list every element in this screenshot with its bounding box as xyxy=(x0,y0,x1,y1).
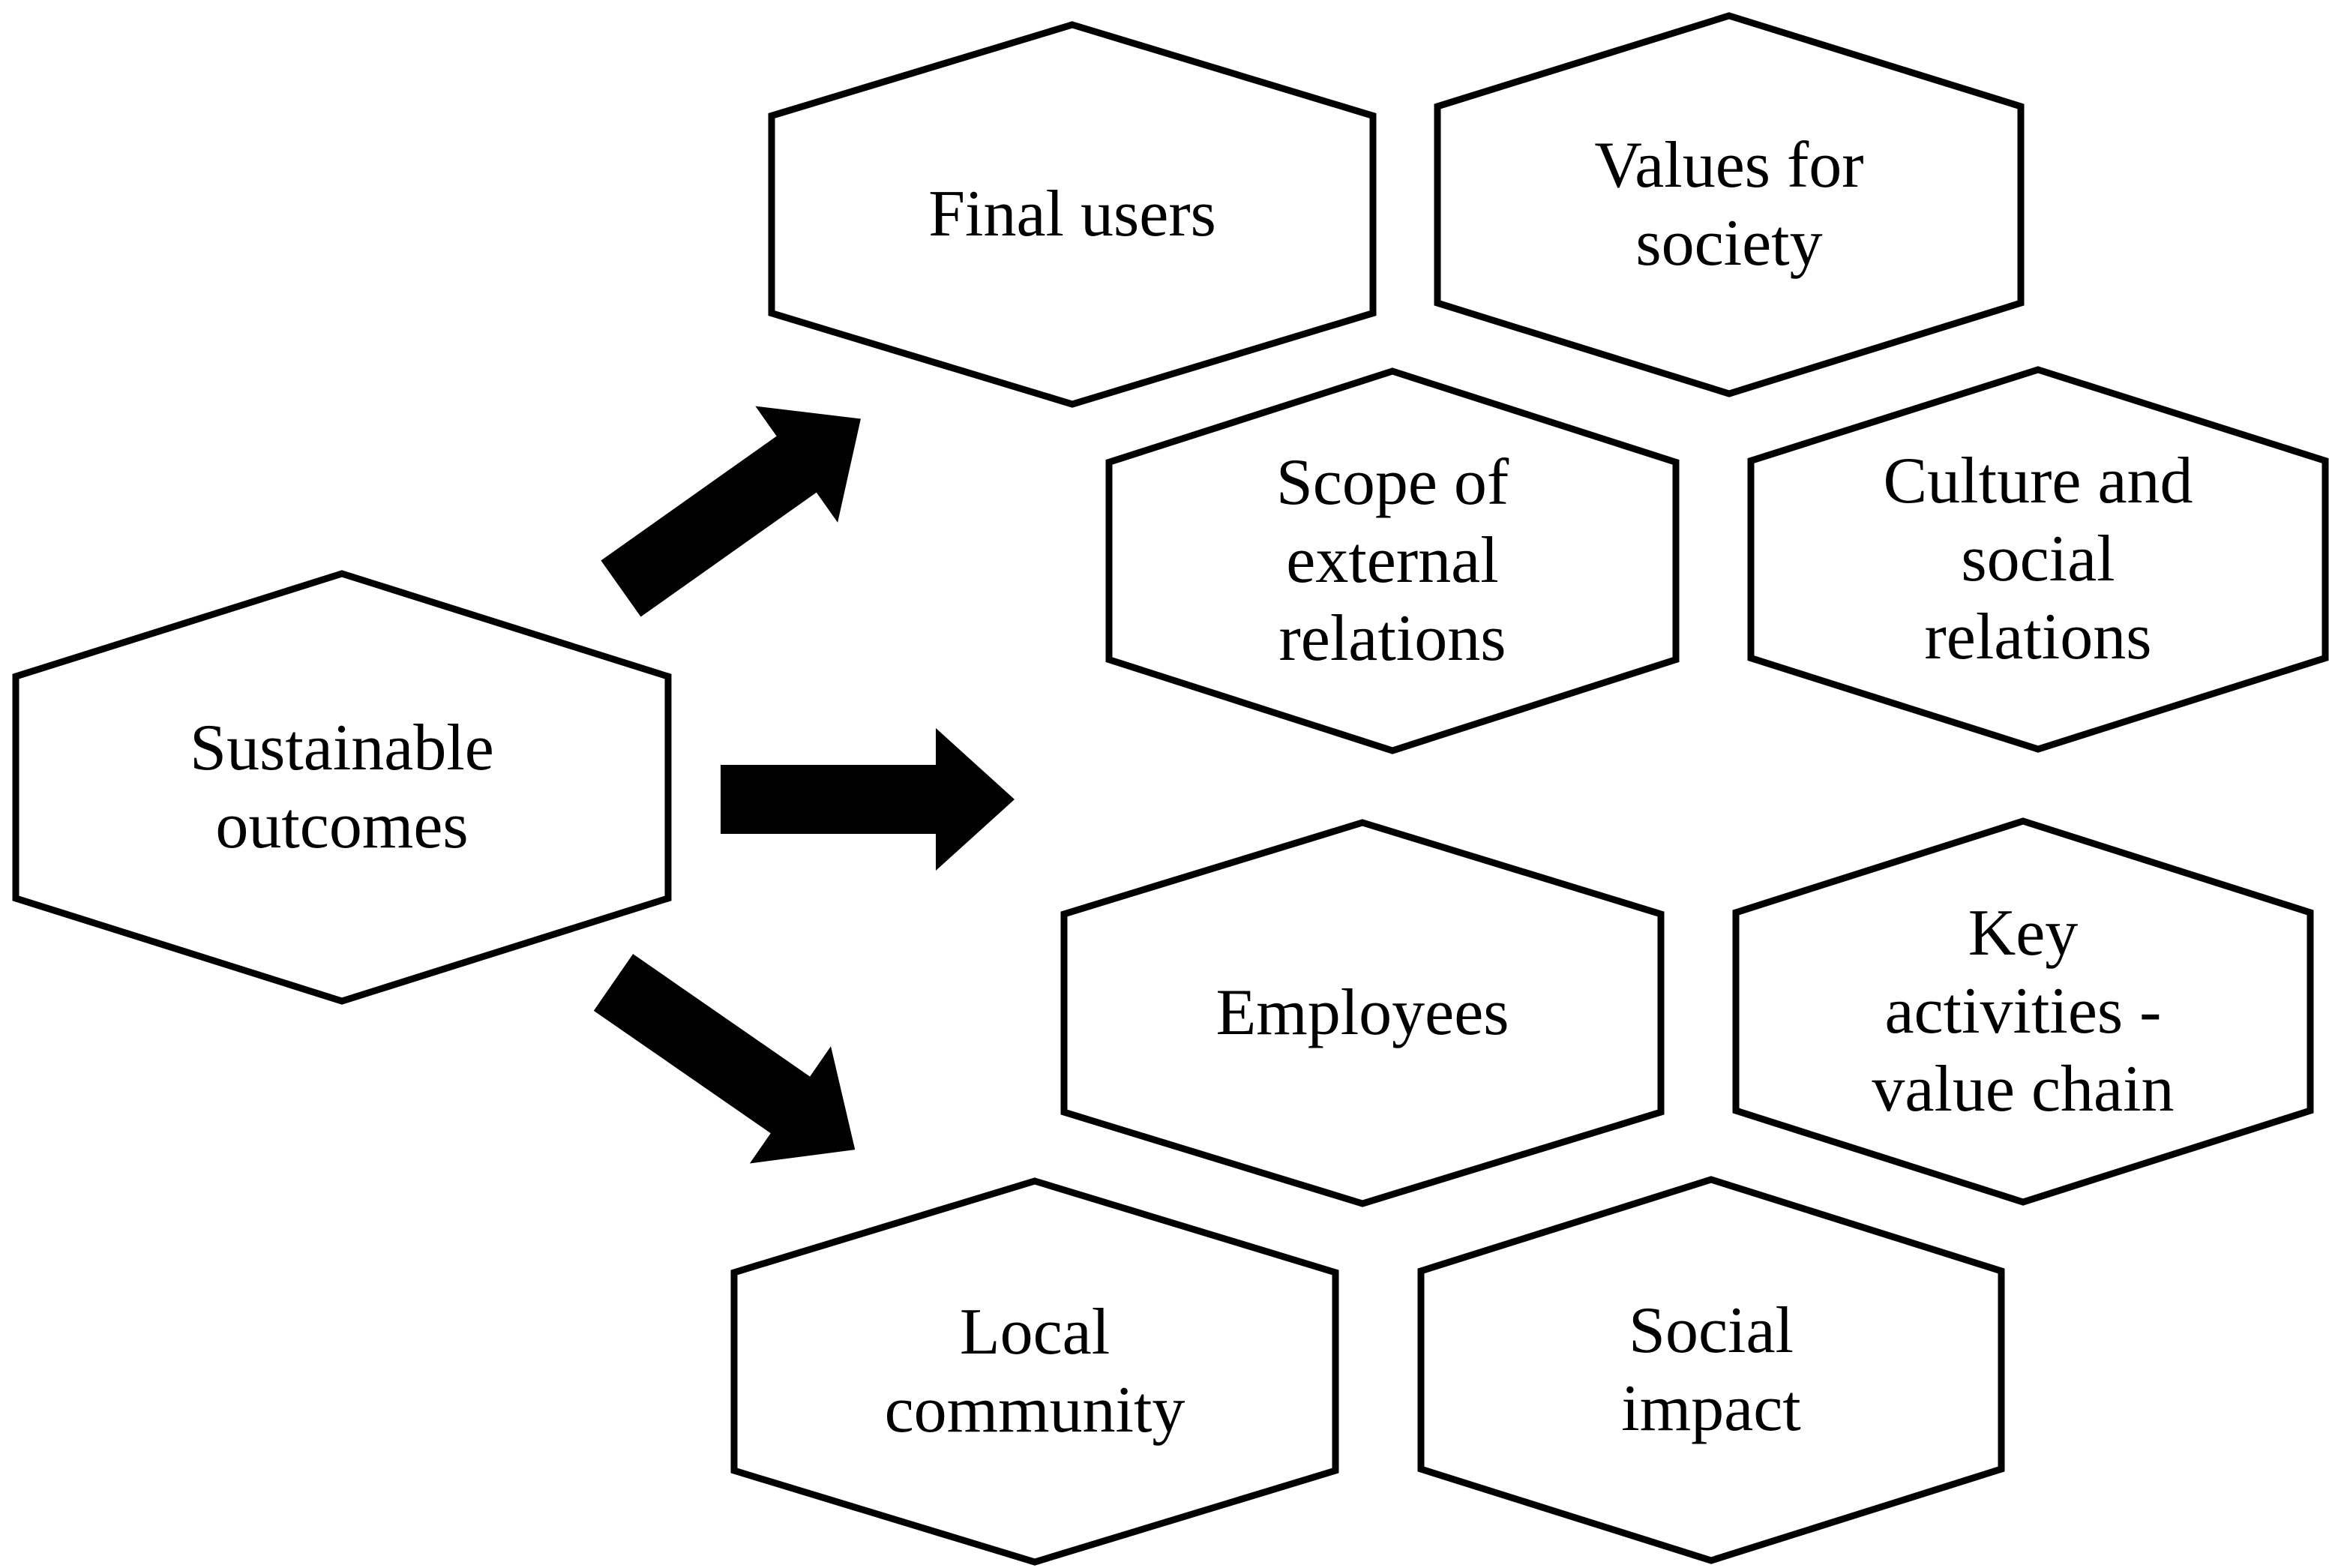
hexagon-outline xyxy=(1747,366,2329,753)
hexagon-label: Local community xyxy=(884,1296,1185,1447)
hexagon-employees: Employees xyxy=(1060,819,1665,1207)
arrow-up-right xyxy=(601,406,861,617)
hexagon-social-impact: Social impact xyxy=(1417,1176,2005,1564)
hexagon-sustainable-outcomes: Sustainable outcomes xyxy=(12,570,672,1005)
hexagon-outline xyxy=(12,570,672,1005)
hexagon-outline xyxy=(1105,367,1680,754)
hexagon-label: Culture and social relations xyxy=(1883,445,2193,673)
hexagon-label: Social impact xyxy=(1621,1294,1801,1445)
hexagon-outline xyxy=(1060,819,1665,1207)
arrow-right xyxy=(721,728,1015,871)
hexagon-outline xyxy=(768,21,1377,408)
hexagon-final-users: Final users xyxy=(768,21,1377,408)
hexagon-outline xyxy=(1434,12,2025,397)
hexagon-values-for-society: Values for society xyxy=(1434,12,2025,397)
hexagon-label: Key activities - value chain xyxy=(1872,897,2175,1126)
hexagon-local-community: Local community xyxy=(730,1177,1339,1566)
hexagon-key-activities-value-chain: Key activities - value chain xyxy=(1732,817,2314,1206)
hexagon-outline xyxy=(1417,1176,2005,1564)
hexagon-label: Values for society xyxy=(1594,129,1864,280)
arrow-down-right xyxy=(593,954,856,1164)
hexagon-outline xyxy=(1732,817,2314,1206)
hexagon-label: Sustainable outcomes xyxy=(190,712,494,862)
hexagon-label: Scope of external relations xyxy=(1275,446,1509,675)
hexagon-culture-and-social-relations: Culture and social relations xyxy=(1747,366,2329,753)
hexagon-outline xyxy=(730,1177,1339,1566)
hexagon-label: Final users xyxy=(928,178,1216,251)
hexagon-label: Employees xyxy=(1215,976,1509,1050)
hexagon-scope-of-external-relations: Scope of external relations xyxy=(1105,367,1680,754)
